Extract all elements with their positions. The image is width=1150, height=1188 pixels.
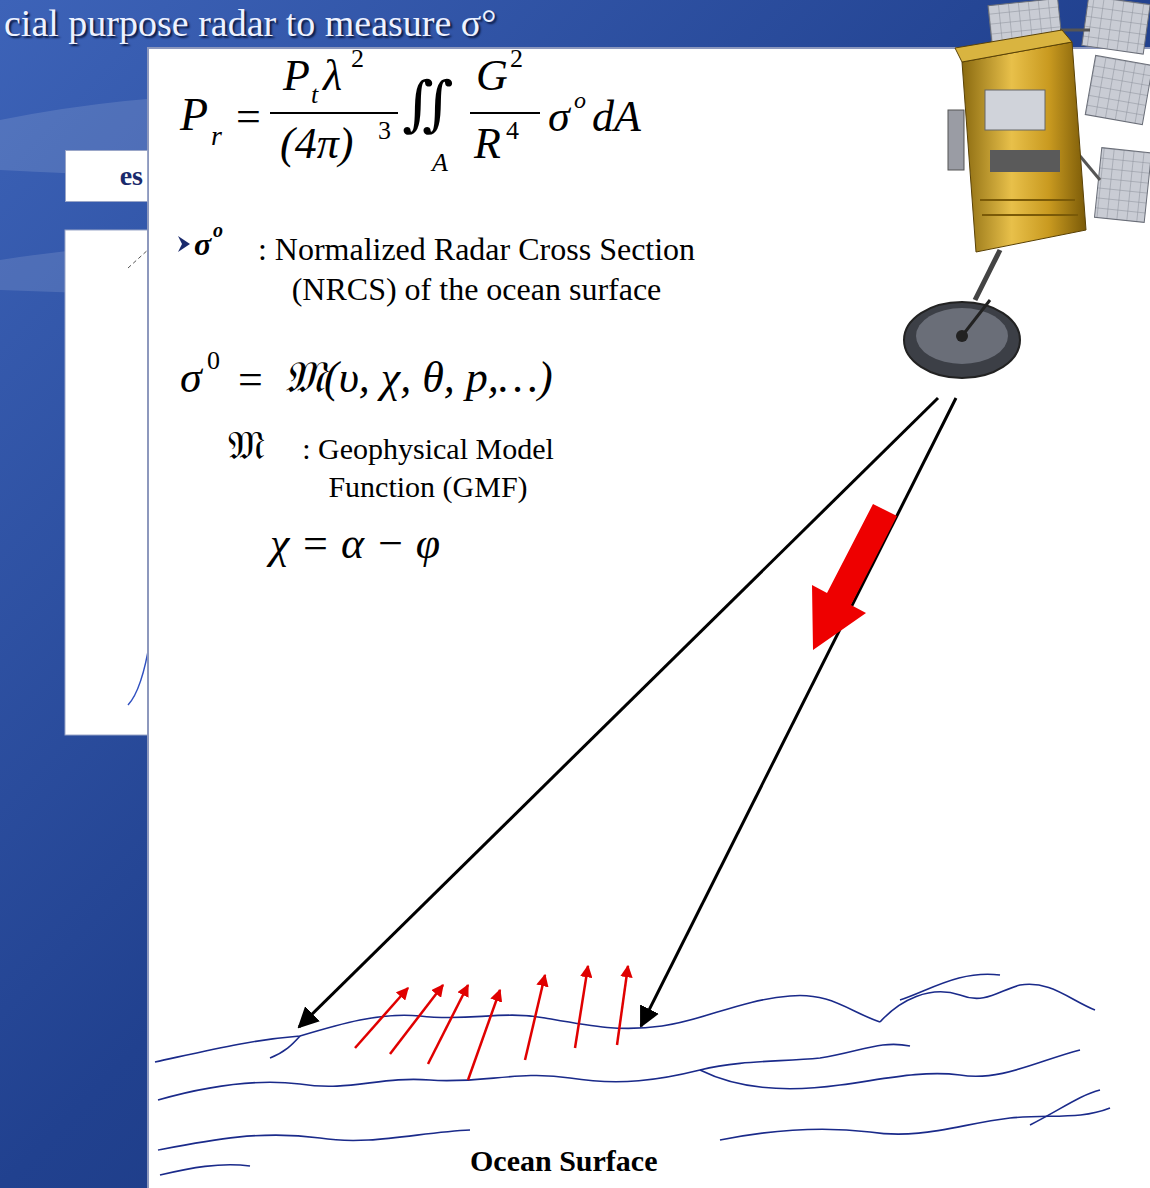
- math-symbol: σ: [194, 228, 211, 260]
- ocean-waves: [155, 974, 1110, 1175]
- math-symbol: 𝔐: [228, 426, 265, 466]
- integral-sign: ∬: [402, 74, 453, 134]
- definition-text: : Geophysical Model Function (GMF): [272, 430, 584, 505]
- math-superscript: 0: [207, 348, 220, 374]
- side-panel: [65, 230, 155, 735]
- math-symbol: dA: [592, 95, 641, 139]
- scatter-arrows: [355, 966, 628, 1080]
- beam-line: [641, 398, 956, 1026]
- math-symbol: P: [283, 54, 310, 98]
- gmf-equation: 𝔐(υ, χ, θ, p,…): [284, 356, 553, 400]
- math-subscript: t: [311, 82, 318, 108]
- math-superscript: 4: [506, 118, 519, 144]
- math-symbol: (4π): [280, 122, 353, 166]
- fraction-line: [270, 112, 398, 114]
- math-superscript: o: [574, 88, 586, 112]
- definition-text: : Normalized Radar Cross Section (NRCS) …: [232, 229, 721, 309]
- math-subscript: A: [432, 150, 448, 176]
- math-symbol: =: [238, 358, 263, 402]
- math-symbol: σ: [548, 95, 570, 139]
- math-superscript: o: [213, 220, 223, 240]
- incident-arrow: [812, 504, 897, 650]
- surface-label: Ocean Surface: [470, 1146, 657, 1176]
- fraction-line: [470, 112, 540, 114]
- math-symbol: R: [474, 122, 501, 166]
- math-superscript: 3: [378, 118, 391, 144]
- box-heading: es: [66, 151, 147, 201]
- math-equation: χ = α − φ: [270, 522, 440, 566]
- math-symbol: P: [180, 92, 208, 138]
- blue-curve: [128, 640, 150, 705]
- math-superscript: 2: [510, 46, 523, 72]
- satellite: [904, 0, 1150, 378]
- bullet-arrow: [178, 236, 190, 252]
- slide-title: cial purpose radar to measure σ°: [4, 4, 497, 42]
- dashed-curve: [128, 248, 150, 268]
- math-symbol: σ: [180, 356, 202, 400]
- math-symbol: G: [476, 54, 508, 98]
- math-symbol: =: [236, 95, 261, 139]
- math-symbol: λ: [323, 54, 342, 98]
- math-subscript: r: [211, 122, 222, 150]
- header-box: es: [65, 150, 148, 202]
- math-superscript: 2: [351, 46, 364, 72]
